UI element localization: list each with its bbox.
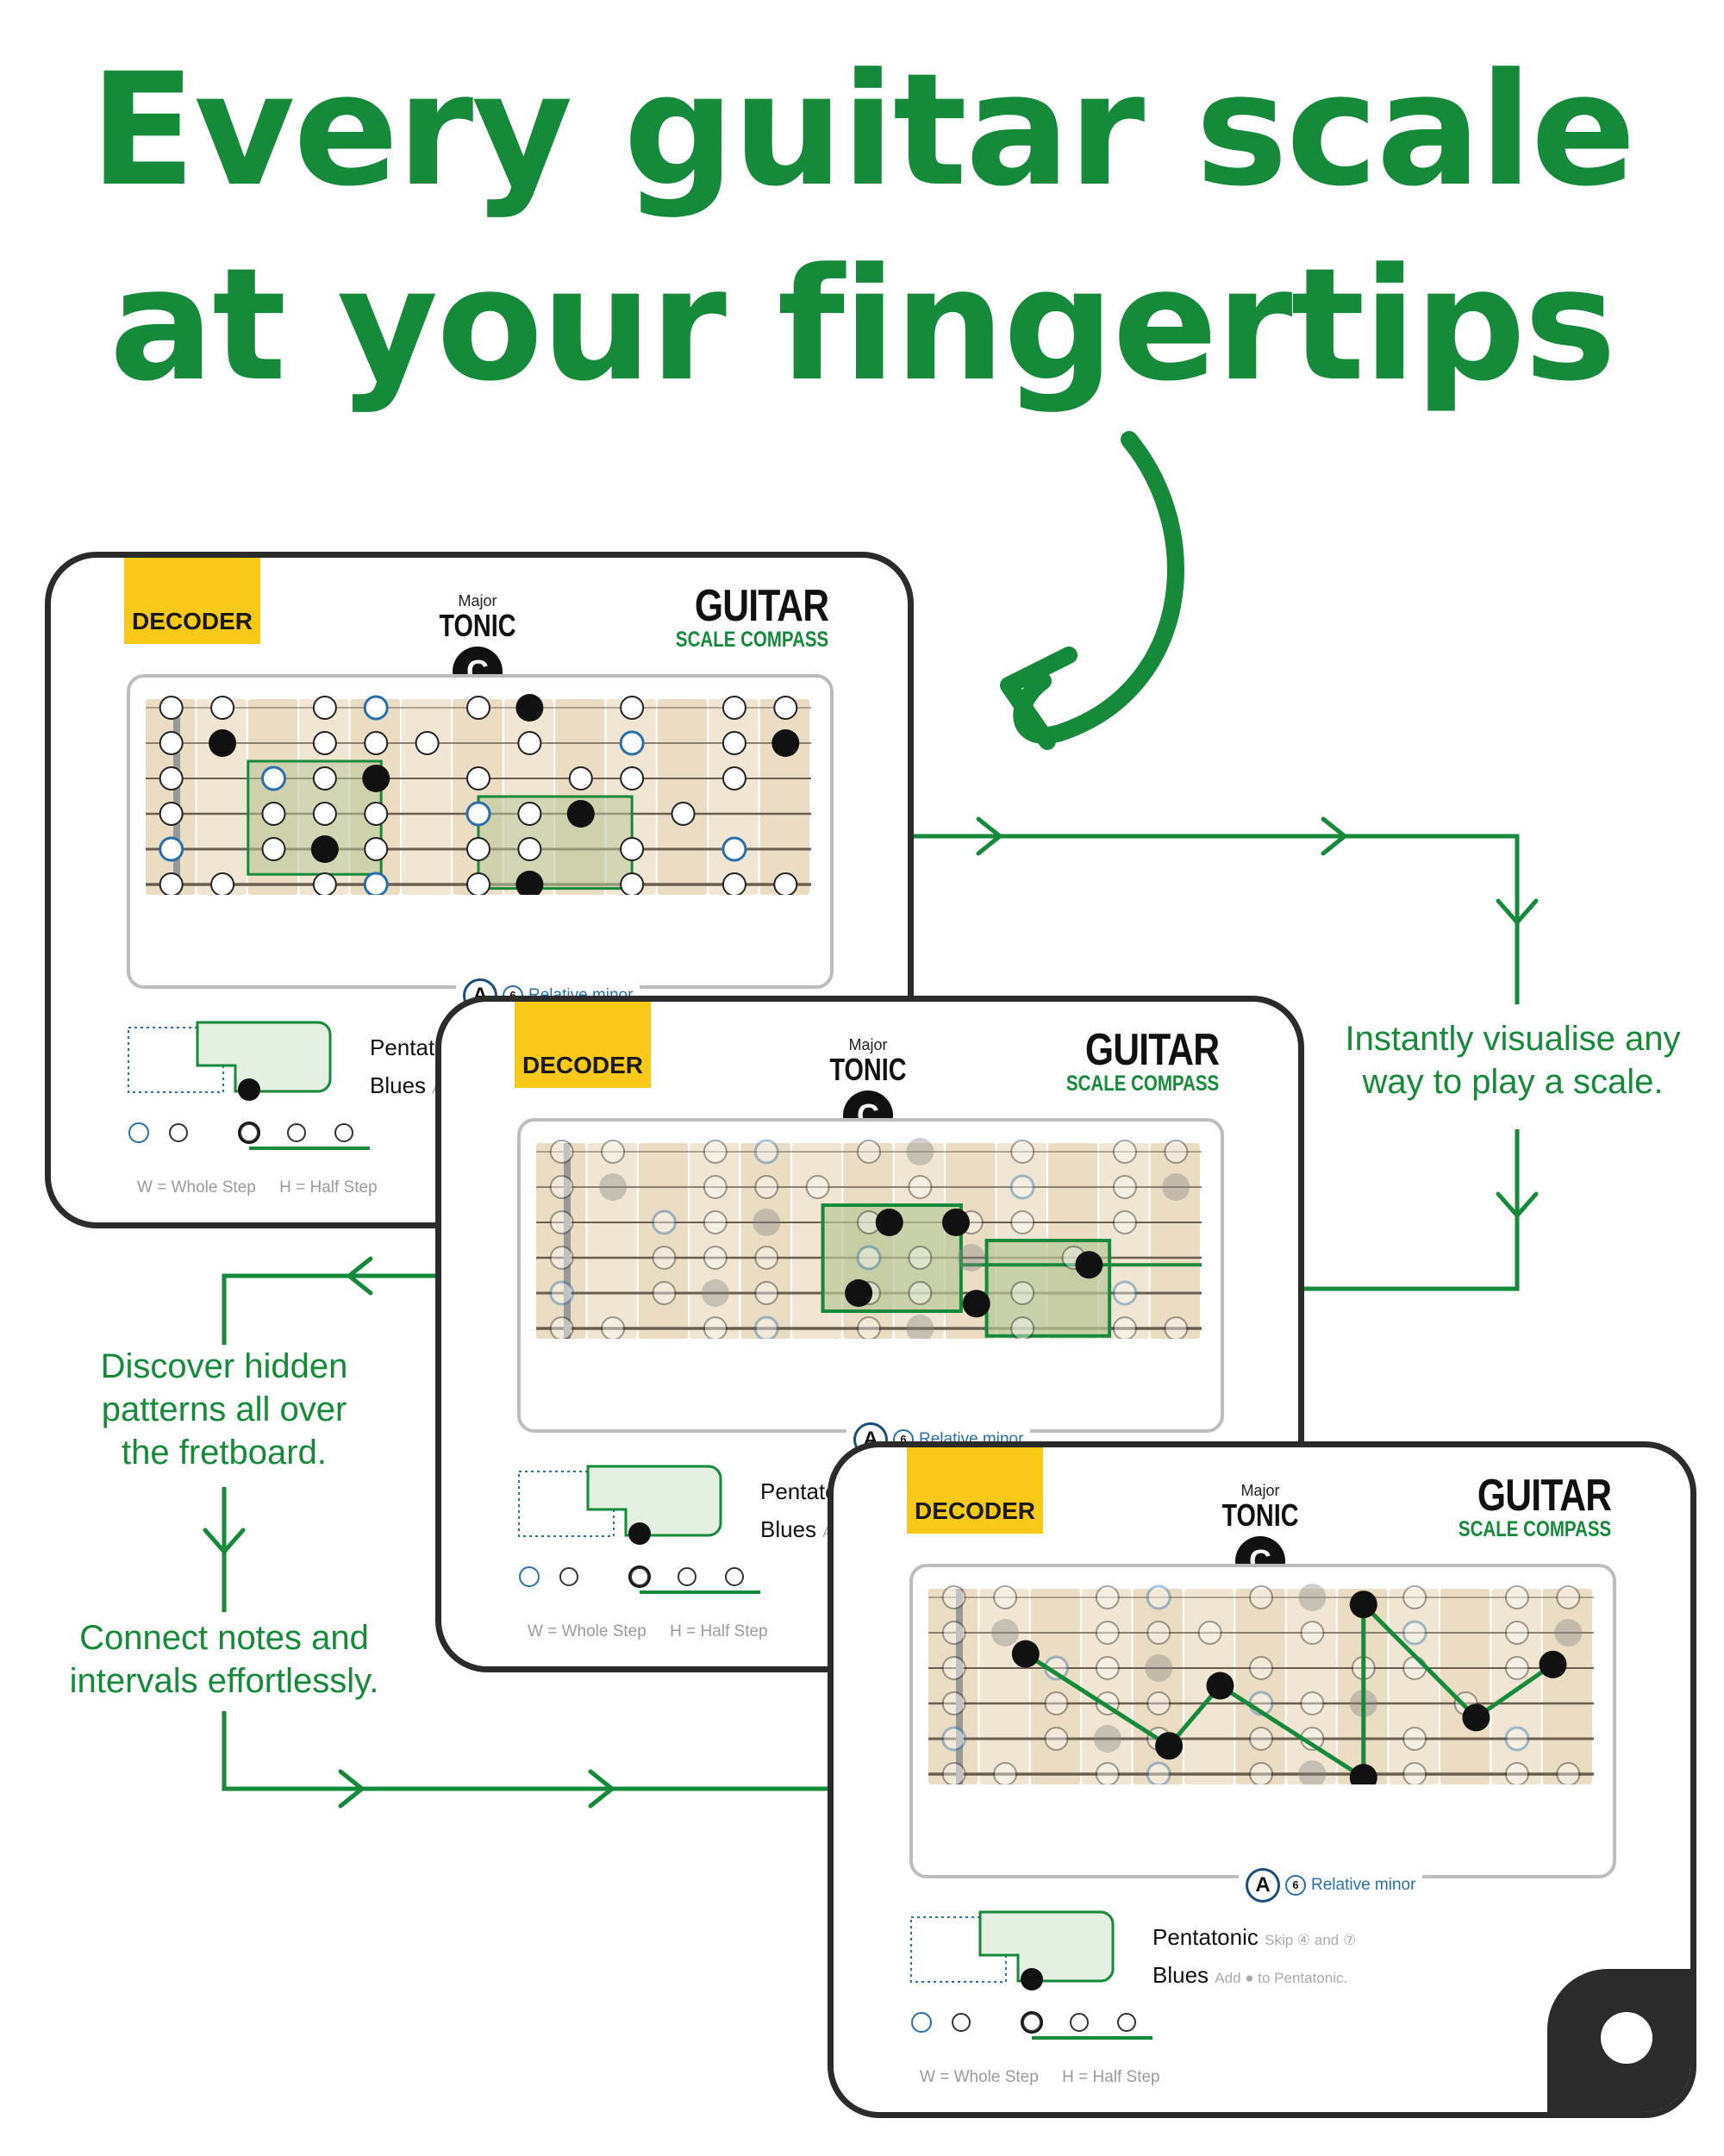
- pattern-box: [477, 795, 634, 891]
- curved-arrow: [1013, 431, 1184, 744]
- chevron-down-icon: [1496, 898, 1539, 925]
- fretboard-diagram: [146, 694, 811, 916]
- brand-logo: GUITAR SCALE COMPASS: [1425, 1471, 1612, 1542]
- fretboard-notes: [159, 694, 800, 898]
- pattern-note: [1075, 1251, 1103, 1279]
- chevron-down-icon: [203, 1528, 246, 1554]
- flow-line-1: [832, 834, 1520, 1004]
- chevron-left-icon: [347, 1256, 373, 1296]
- interval-note: [1011, 1640, 1040, 1668]
- fretboard-body: [536, 1143, 1202, 1339]
- chevron-right-icon: [1321, 816, 1347, 856]
- brand-logo: GUITAR SCALE COMPASS: [642, 581, 829, 653]
- legend-diagram: [910, 1910, 1152, 2040]
- headline-line-1: Every guitar scale: [90, 41, 1636, 221]
- fretboard-body: [928, 1589, 1594, 1784]
- hang-tab: [1547, 1969, 1690, 2112]
- tonic-word: TONIC: [829, 1052, 907, 1087]
- blues-label: Blues: [760, 1516, 817, 1542]
- interval-note: [1206, 1672, 1234, 1700]
- brand-subtitle: SCALE COMPASS: [1065, 1072, 1219, 1096]
- whole-step-note: W = Whole Step: [137, 1178, 256, 1197]
- headline-line-2: at your fingertips: [109, 235, 1616, 416]
- fretboard-body: [146, 699, 811, 895]
- fretboard-notes: [941, 1584, 1583, 1788]
- interval-note: [1349, 1590, 1377, 1619]
- tonic-mode: Major: [1240, 1482, 1280, 1499]
- fretboard[interactable]: [909, 1564, 1616, 1878]
- tonic-mode: Major: [848, 1036, 888, 1053]
- caption-connect: Connect notes and intervals effortlessly…: [69, 1619, 379, 1700]
- hang-hole-icon: [1601, 2012, 1652, 2064]
- pattern-note: [962, 1290, 990, 1318]
- steps-note: W = Whole Step H = Half Step: [137, 1178, 397, 1197]
- blues-label: Blues: [370, 1072, 427, 1098]
- curved-arrow-head: [1000, 647, 1078, 750]
- legend-diagram: [518, 1465, 760, 1594]
- whole-step-note: W = Whole Step: [920, 2068, 1039, 2086]
- caption-discover: Discover hidden patterns all over the fr…: [100, 1347, 348, 1472]
- relative-degree-badge: 6: [1285, 1875, 1306, 1896]
- blues-label: Blues: [1152, 1962, 1209, 1988]
- pattern-note: [845, 1279, 873, 1307]
- brand-title: GUITAR: [694, 581, 829, 631]
- interval-note: [1539, 1650, 1567, 1678]
- relative-note-badge: A: [1246, 1868, 1280, 1903]
- tonic-word: TONIC: [1221, 1497, 1299, 1533]
- brand-subtitle: SCALE COMPASS: [1458, 1517, 1611, 1541]
- chevron-right-icon: [976, 816, 1003, 856]
- pentatonic-hint: Skip ④ and ⑦: [1265, 1932, 1357, 1948]
- tonic-mode: Major: [458, 592, 497, 609]
- half-step-note: H = Half Step: [1062, 2068, 1160, 2086]
- fretboard[interactable]: [517, 1118, 1224, 1433]
- pattern-note: [941, 1209, 970, 1236]
- interval-note: [1155, 1732, 1184, 1760]
- relative-minor-text: Relative minor: [1311, 1876, 1416, 1894]
- legend-text: Pentatonic Skip ④ and ⑦ Blues Add ● to P…: [1152, 1920, 1356, 1996]
- fretboard-diagram: [536, 1138, 1202, 1359]
- brand-subtitle: SCALE COMPASS: [675, 628, 828, 652]
- half-step-note: H = Half Step: [279, 1178, 378, 1197]
- decoder-tag: DECODER: [907, 1447, 1043, 1534]
- chevron-right-icon: [588, 1769, 615, 1809]
- fretboard[interactable]: [127, 674, 834, 989]
- steps-note: W = Whole Step H = Half Step: [920, 2068, 1179, 2087]
- legend-diagram: [128, 1021, 370, 1150]
- chevron-down-icon: [1496, 1191, 1539, 1218]
- pattern-note: [875, 1209, 903, 1236]
- blues-hint: Add ● to Pentatonic.: [1215, 1970, 1348, 1986]
- fretboard-diagram: [928, 1584, 1594, 1805]
- tonic-word: TONIC: [439, 608, 516, 643]
- steps-note: W = Whole Step H = Half Step: [528, 1622, 787, 1641]
- pentatonic-label: Pentatonic: [1152, 1924, 1259, 1950]
- decoder-card-3: DECODER GUITAR SCALE COMPASS Major TONIC…: [828, 1441, 1696, 2118]
- decoder-tag: DECODER: [515, 1002, 651, 1088]
- half-step-note: H = Half Step: [670, 1622, 768, 1640]
- relative-minor-label: A 6 Relative minor: [1239, 1868, 1423, 1903]
- brand-title: GUITAR: [1084, 1025, 1220, 1075]
- chevron-right-icon: [338, 1769, 365, 1809]
- brand-title: GUITAR: [1477, 1471, 1612, 1521]
- brand-logo: GUITAR SCALE COMPASS: [1033, 1025, 1220, 1097]
- caption-visualise: Instantly visualise any way to play a sc…: [1345, 1020, 1681, 1101]
- flow-line-5: [222, 1711, 957, 1791]
- decoder-tag: DECODER: [124, 558, 260, 644]
- whole-step-note: W = Whole Step: [528, 1622, 646, 1640]
- interval-note: [1462, 1703, 1490, 1732]
